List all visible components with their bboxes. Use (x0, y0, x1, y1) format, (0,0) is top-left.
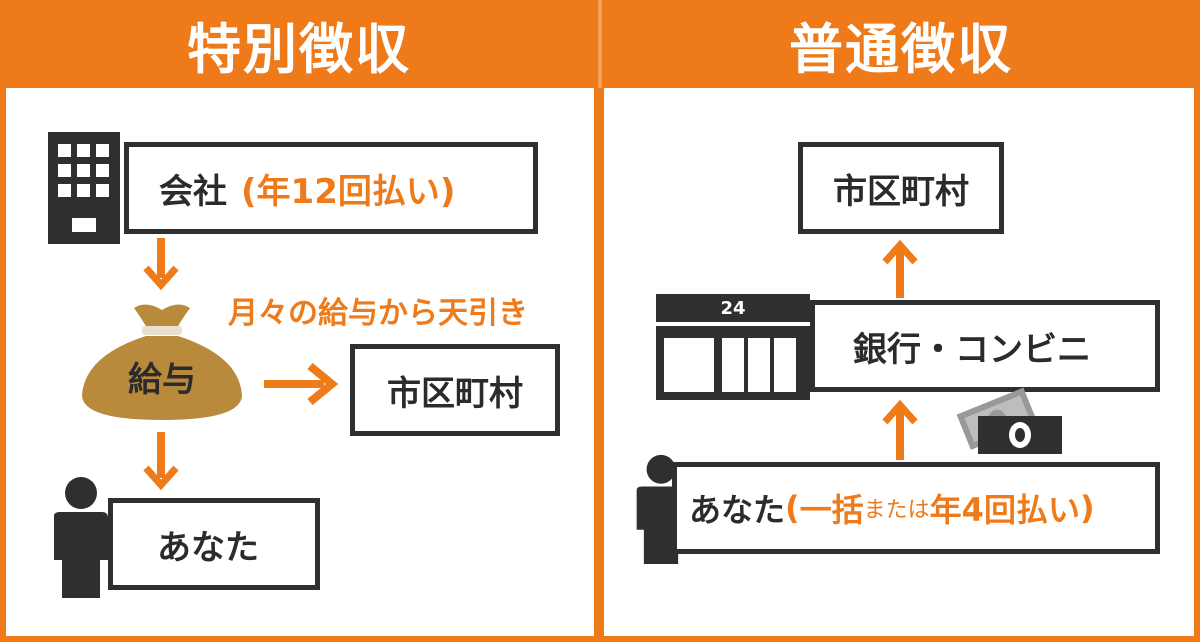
company-box: 会社 (年12回払い) (124, 142, 538, 234)
salary-label: 給与 (128, 360, 196, 400)
deduction-caption: 月々の給与から天引き (228, 296, 528, 331)
bank-convenience-box: 銀行・コンビニ (810, 300, 1160, 392)
note-open-paren: ( (785, 489, 800, 527)
you-label: あなた (157, 527, 259, 568)
arrow-right-icon (264, 362, 342, 406)
money-bag-icon (76, 300, 248, 422)
arrow-up-icon (882, 240, 918, 298)
store-number: 24 (720, 298, 746, 319)
special-collection-panel: 会社 (年12回払い) 月々の給与から天引き 給与 市区町村 (6, 88, 594, 636)
right-section-title: 普通徴収 (789, 17, 1013, 81)
note-close-paren: ) (1079, 489, 1095, 527)
note-four-installments: 年4回払い (929, 491, 1080, 529)
you-box: あなた ( 一括 または 年4回払い ) (672, 462, 1160, 554)
normal-collection-panel: 市区町村 24 銀行・コンビニ (604, 88, 1194, 636)
person-icon (50, 476, 112, 598)
left-section-title: 特別徴収 (187, 17, 411, 81)
note-or: または (863, 498, 930, 523)
arrow-up-icon (882, 400, 918, 460)
you-box: あなた (108, 498, 320, 590)
header-divider (598, 0, 602, 88)
municipality-box: 市区町村 (350, 344, 560, 436)
you-label: あなた (689, 491, 786, 529)
building-icon (48, 132, 120, 244)
convenience-store-icon (656, 294, 810, 400)
bank-convenience-label: 銀行・コンビニ (853, 329, 1091, 370)
cash-icon (956, 382, 1066, 456)
municipality-label: 市区町村 (833, 171, 969, 212)
municipality-box: 市区町村 (798, 142, 1004, 234)
company-label: 会社 (159, 171, 227, 212)
company-note: (年12回払い) (241, 171, 456, 212)
note-lump-sum: 一括 (799, 491, 864, 529)
arrow-down-icon (143, 238, 179, 292)
municipality-label: 市区町村 (387, 373, 523, 414)
arrow-down-icon (143, 432, 179, 492)
